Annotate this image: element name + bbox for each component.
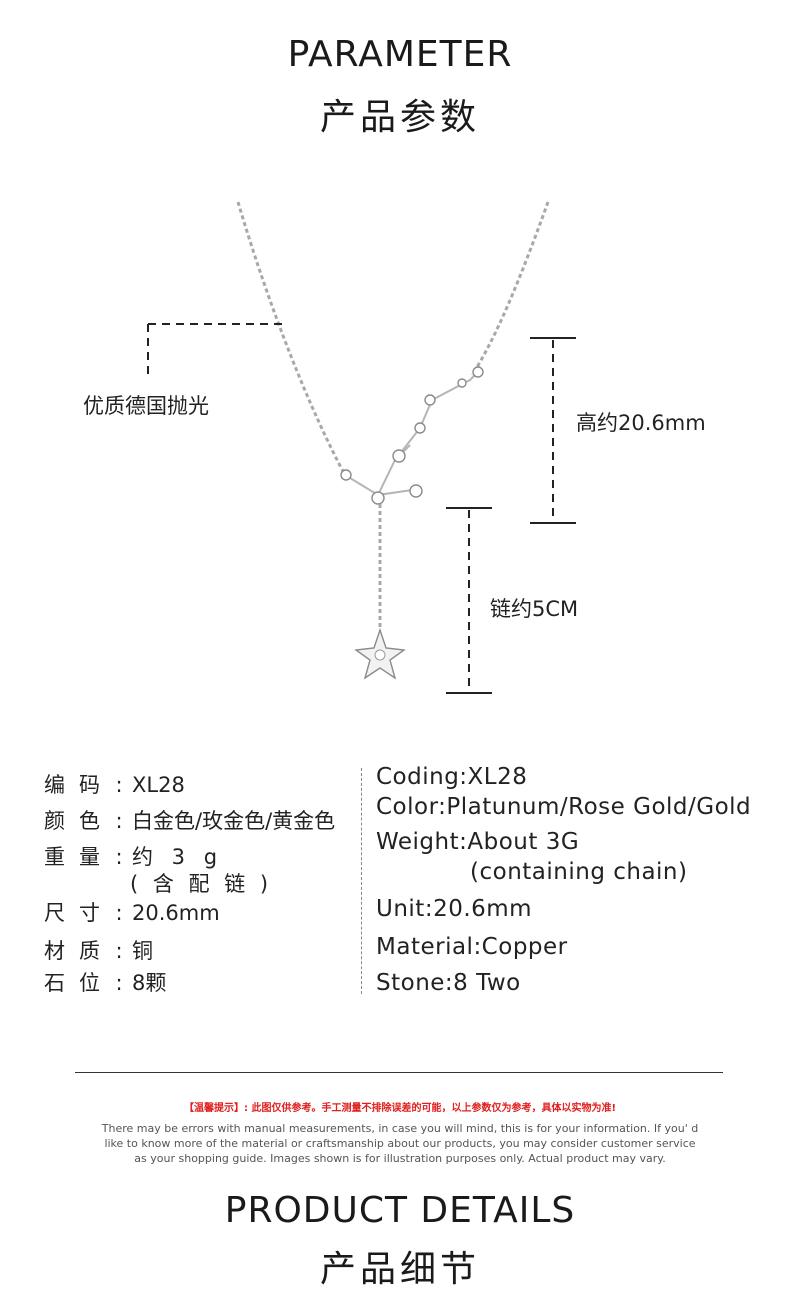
- spec-label: 编码: [44, 773, 114, 797]
- height-dimension-line: [530, 337, 576, 524]
- chain-dimension-line: [446, 507, 492, 694]
- spec-row-weight: 重量: 约 3 g: [44, 841, 223, 871]
- parameter-title-zh: 产品参数: [319, 97, 480, 138]
- spec-label: 颜色: [44, 809, 114, 833]
- notice-line: There may be errors with manual measurem…: [101, 1122, 699, 1135]
- spec-en-unit: Unit:20.6mm: [376, 896, 533, 922]
- spec-row-code: 编码: XL28: [44, 769, 185, 799]
- section-divider: [75, 1072, 723, 1073]
- spec-en-weight-note: (containing chain): [470, 859, 688, 885]
- necklace-image: [236, 201, 550, 680]
- spec-label: 尺寸: [44, 901, 114, 925]
- notice-line: as your shopping guide. Images shown is …: [134, 1152, 666, 1165]
- spec-en-material: Material:Copper: [376, 934, 568, 960]
- spec-row-weight-note: ( 含 配 链 ): [130, 868, 272, 898]
- spec-en-weight: Weight:About 3G: [376, 829, 580, 855]
- spec-value: 20.6mm: [132, 901, 220, 925]
- parameter-title-en: PARAMETER: [287, 34, 513, 75]
- spec-row-material: 材质: 铜: [44, 935, 153, 965]
- polish-label: 优质德国抛光: [83, 394, 209, 418]
- product-details-title-en: PRODUCT DETAILS: [224, 1190, 576, 1231]
- spec-row-stone: 石位:8颗: [44, 967, 166, 997]
- spec-en-color: Color:Platunum/Rose Gold/Gold: [376, 794, 752, 820]
- spec-value: 约 3 g: [132, 845, 224, 869]
- spec-value: 白金色/玫金色/黄金色: [132, 809, 336, 833]
- spec-value: 8颗: [132, 971, 167, 995]
- spec-sep: :: [115, 845, 123, 869]
- notice-line: like to know more of the material or cra…: [104, 1137, 696, 1150]
- polish-leader-line: [147, 323, 288, 374]
- spec-row-size: 尺寸:20.6mm: [44, 897, 220, 927]
- height-label: 高约20.6mm: [576, 411, 706, 435]
- necklace-diagram: [147, 201, 576, 694]
- spec-label: 材质: [44, 939, 114, 963]
- spec-row-color: 颜色: 白金色/玫金色/黄金色: [44, 805, 335, 835]
- spec-en-stone: Stone:8 Two: [376, 970, 521, 996]
- spec-sep: :: [115, 773, 123, 797]
- spec-sep: :: [115, 809, 123, 833]
- product-details-title-zh: 产品细节: [319, 1249, 480, 1290]
- spec-value: ( 含 配 链 ): [130, 872, 273, 896]
- spec-column-divider: [361, 768, 362, 994]
- spec-value: 铜: [132, 939, 153, 963]
- chain-length-label: 链约5CM: [490, 597, 579, 621]
- spec-value: XL28: [132, 773, 185, 797]
- spec-en-coding: Coding:XL28: [376, 764, 528, 790]
- spec-sep: :: [115, 971, 123, 995]
- notice-disclaimer-en: There may be errors with manual measurem…: [100, 1121, 700, 1166]
- notice-warning-zh: 【温馨提示】: 此图仅供参考。手工测量不排除误差的可能，以上参数仅为参考，具体以…: [183, 1103, 617, 1114]
- spec-label: 重量: [44, 845, 114, 869]
- spec-sep: :: [115, 939, 123, 963]
- spec-label: 石位: [44, 971, 114, 995]
- spec-sep: :: [115, 901, 123, 925]
